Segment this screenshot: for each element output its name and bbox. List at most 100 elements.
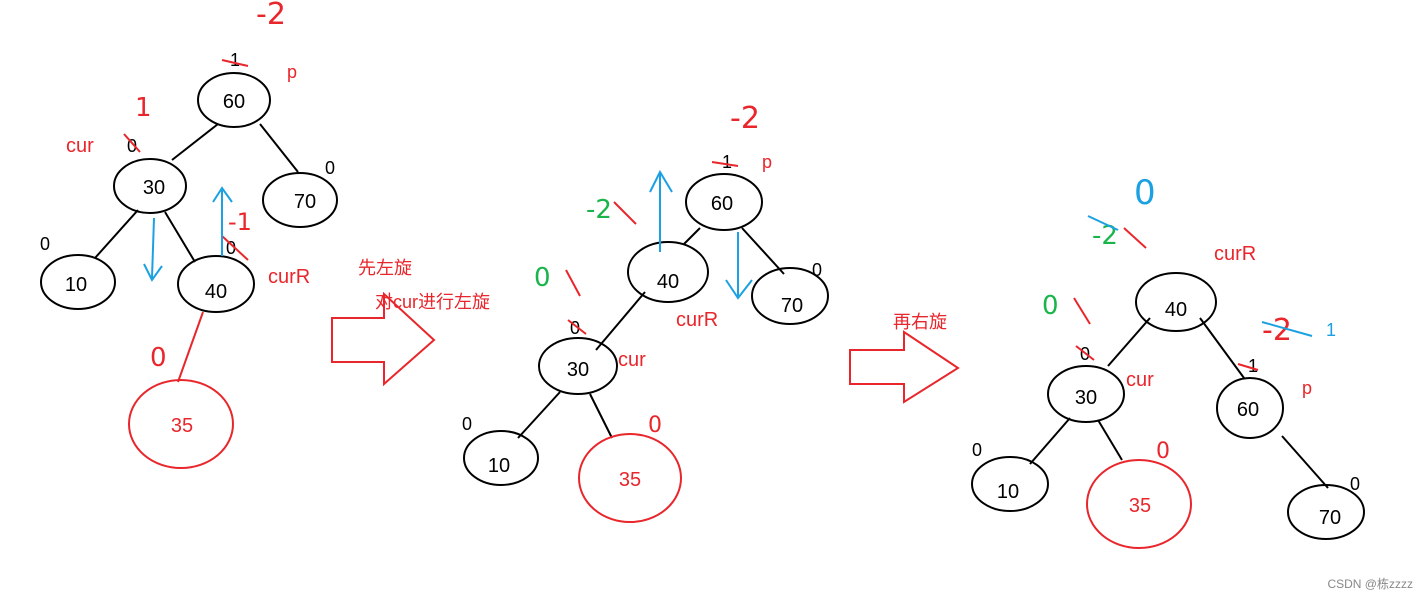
node-40-label: 40 bbox=[657, 271, 679, 293]
node-10-label: 10 bbox=[488, 455, 510, 477]
node-40-label: 40 bbox=[1165, 299, 1187, 321]
label-curR: curR bbox=[268, 266, 310, 288]
node-70 bbox=[262, 172, 338, 228]
strike-bf-40 bbox=[1123, 227, 1147, 249]
edge-40-60 bbox=[1199, 317, 1245, 379]
bf-40-updated: -1 bbox=[228, 208, 252, 236]
bf-40-final: 0 bbox=[1134, 173, 1156, 213]
node-60 bbox=[1216, 377, 1284, 439]
node-10 bbox=[971, 456, 1049, 512]
step-label-right-rotate: 再右旋 bbox=[893, 312, 947, 332]
node-35-label: 35 bbox=[619, 469, 641, 491]
blue-arrow-up-icon bbox=[212, 186, 233, 256]
node-30-label: 30 bbox=[1075, 387, 1097, 409]
node-70-label: 70 bbox=[1319, 507, 1341, 529]
node-60-label: 60 bbox=[1237, 399, 1259, 421]
edge-60-40 bbox=[683, 227, 701, 245]
node-60 bbox=[197, 72, 271, 128]
label-p: p bbox=[1302, 378, 1312, 398]
node-30 bbox=[113, 158, 187, 214]
bf-60-final: 1 bbox=[1326, 320, 1336, 340]
right-arrow-icon bbox=[331, 291, 436, 387]
node-60-label: 60 bbox=[223, 91, 245, 113]
bf-30: 0 bbox=[127, 136, 137, 156]
node-70 bbox=[751, 267, 829, 325]
bf-60-updated: -2 bbox=[730, 101, 760, 136]
edge-40-30 bbox=[1107, 317, 1151, 367]
strike-bf-60 bbox=[1237, 363, 1259, 371]
edge-40-30 bbox=[595, 291, 646, 351]
bf-60-updated: -2 bbox=[256, 0, 286, 32]
strike-bf-40 bbox=[221, 235, 249, 261]
right-arrow-icon bbox=[849, 330, 960, 404]
bf-40: 0 bbox=[226, 238, 236, 258]
bf-35: 0 bbox=[150, 343, 167, 373]
node-35 bbox=[578, 433, 682, 523]
edge-30-40 bbox=[164, 211, 196, 263]
step-label-rotate-cur: 对cur进行左旋 bbox=[375, 292, 490, 312]
node-30 bbox=[1047, 365, 1125, 423]
strike-bf-30 bbox=[123, 133, 141, 153]
blue-arrow-up-icon bbox=[649, 169, 673, 252]
node-70 bbox=[1287, 484, 1365, 540]
node-10 bbox=[463, 430, 539, 486]
blue-arrow-down-icon bbox=[725, 232, 753, 300]
node-40 bbox=[1135, 272, 1217, 332]
panel-2-after-left-rotation: 60 40 70 30 10 35 -2 1 p 0 -2 curR 0 0 c… bbox=[462, 101, 829, 523]
node-10-label: 10 bbox=[997, 481, 1019, 503]
node-35 bbox=[1086, 459, 1192, 549]
node-60 bbox=[685, 173, 763, 231]
panel-3-after-right-rotation: 40 30 60 10 35 70 0 -2 curR 0 0 cur -2 1… bbox=[971, 173, 1365, 549]
strike-bf-60 bbox=[711, 161, 739, 167]
edge-60-70 bbox=[741, 227, 785, 275]
node-30 bbox=[538, 337, 618, 395]
edge-30-35 bbox=[589, 393, 613, 439]
node-35-label: 35 bbox=[171, 415, 193, 437]
watermark: CSDN @栋zzzz bbox=[1327, 577, 1413, 591]
bf-60-updated: -2 bbox=[1262, 313, 1292, 348]
bf-10: 0 bbox=[40, 234, 50, 254]
label-cur: cur bbox=[618, 349, 646, 371]
step-label-left-rotate: 先左旋 bbox=[358, 258, 412, 278]
edge-40-35 bbox=[177, 311, 204, 383]
bf-70: 0 bbox=[1350, 474, 1360, 494]
bf-35: 0 bbox=[648, 413, 662, 438]
strike-bf-60-blue bbox=[1261, 321, 1313, 337]
bf-30: 0 bbox=[570, 318, 580, 338]
label-cur: cur bbox=[1126, 369, 1154, 391]
node-35 bbox=[128, 379, 234, 469]
edge-30-10 bbox=[94, 209, 139, 259]
label-cur: cur bbox=[66, 135, 94, 157]
bf-40-updated: -2 bbox=[586, 195, 612, 225]
node-40 bbox=[627, 241, 709, 303]
bf-10: 0 bbox=[462, 414, 472, 434]
strike-bf-30-green bbox=[1073, 297, 1091, 325]
node-10 bbox=[40, 254, 116, 310]
bf-30-updated: 0 bbox=[1042, 291, 1059, 321]
node-30-label: 30 bbox=[567, 359, 589, 381]
strike-bf-30-green bbox=[565, 269, 581, 297]
edge-60-70 bbox=[1281, 435, 1329, 489]
node-35-label: 35 bbox=[1129, 495, 1151, 517]
edge-30-10 bbox=[1029, 417, 1071, 465]
edge-30-10 bbox=[517, 391, 561, 439]
strike-bf-30 bbox=[1075, 345, 1095, 361]
bf-35: 0 bbox=[1156, 439, 1170, 464]
strike-bf-40 bbox=[613, 201, 637, 225]
label-p: p bbox=[287, 62, 297, 82]
node-10-label: 10 bbox=[65, 274, 87, 296]
bf-60: 1 bbox=[722, 152, 732, 172]
bf-60: 1 bbox=[1248, 356, 1258, 376]
strike-bf-40-blue bbox=[1087, 215, 1119, 231]
bf-60: 1 bbox=[230, 50, 240, 70]
bf-10: 0 bbox=[972, 440, 982, 460]
edge-60-70 bbox=[259, 123, 299, 173]
edge-30-35 bbox=[1097, 419, 1123, 461]
strike-bf-60 bbox=[221, 59, 249, 67]
edge-60-30 bbox=[171, 123, 219, 161]
bf-70: 0 bbox=[812, 260, 822, 280]
node-40 bbox=[177, 255, 255, 313]
node-60-label: 60 bbox=[711, 193, 733, 215]
strike-bf-30 bbox=[567, 319, 587, 335]
